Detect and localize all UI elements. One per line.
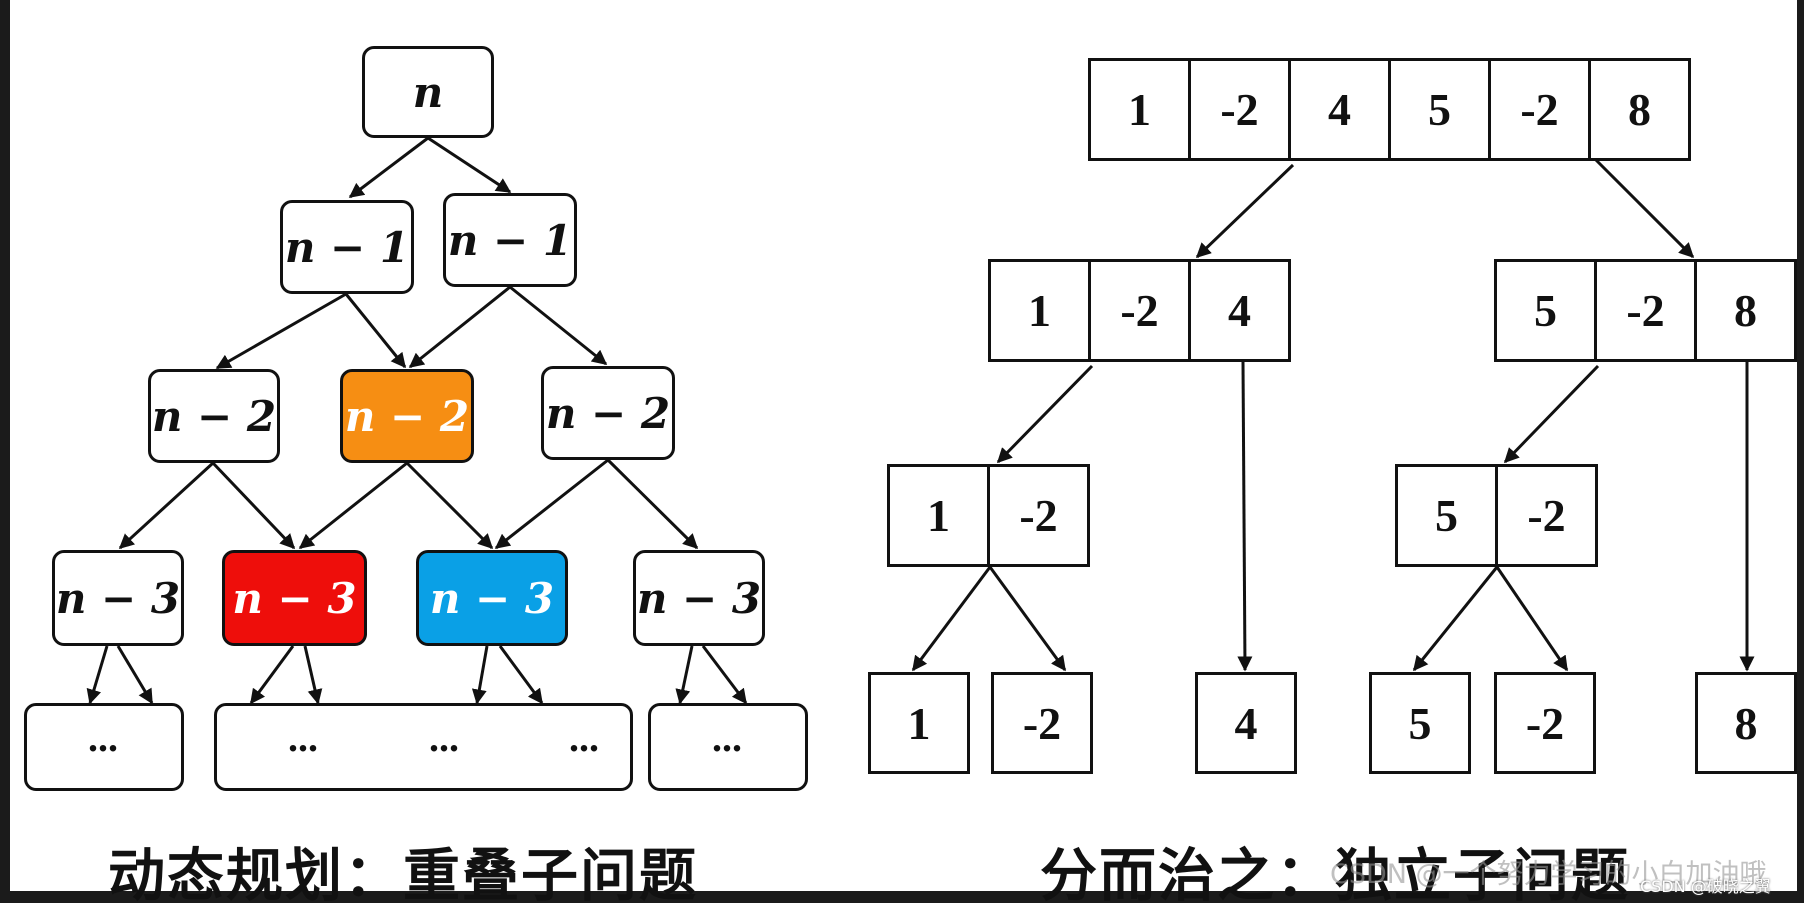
dp-ellipsis-3: ... — [429, 715, 459, 760]
dc-right-pair-cell: 5 — [1395, 464, 1498, 567]
dc-leaf-5: 5 — [1369, 672, 1471, 774]
dp-caption: 动态规划：重叠子问题 — [108, 843, 698, 909]
dc-root-array: 1 -2 4 5 -2 8 — [1088, 58, 1691, 161]
dc-root-cell: 5 — [1388, 58, 1491, 161]
dc-leaf-cell: 8 — [1695, 672, 1797, 774]
dp-node-n: n — [362, 46, 494, 138]
dp-node-n-3-1: n − 3 — [52, 550, 184, 646]
dc-left-pair-array: 1 -2 — [887, 464, 1090, 567]
dp-node-n-2-shared: n − 2 — [340, 369, 474, 463]
dc-right-half-cell: 8 — [1694, 259, 1797, 362]
dp-ellipsis-box-middle — [214, 703, 633, 791]
dc-leaf-4: 4 — [1195, 672, 1297, 774]
dc-right-pair-array: 5 -2 — [1395, 464, 1598, 567]
dp-node-n-2-left: n − 2 — [148, 369, 280, 463]
watermark-corner: CSDN @破晓之翼 — [1640, 877, 1771, 896]
dp-node-n-3-shared-blue: n − 3 — [416, 550, 568, 646]
dp-ellipsis-box-right — [648, 703, 808, 791]
dp-ellipsis-2: ... — [288, 715, 318, 760]
dc-caption: 分而治之：独立子问题 — [1040, 843, 1630, 909]
dc-leaf-1: 1 — [868, 672, 970, 774]
dp-ellipsis-1: ... — [88, 715, 118, 760]
dc-left-half-cell: -2 — [1088, 259, 1191, 362]
dp-ellipsis-4: ... — [569, 715, 599, 760]
dc-leaf-cell: -2 — [991, 672, 1093, 774]
dc-leaf-cell: 1 — [868, 672, 970, 774]
dc-left-half-cell: 4 — [1188, 259, 1291, 362]
dc-left-pair-cell: -2 — [987, 464, 1090, 567]
dp-node-n-3-shared-red: n − 3 — [222, 550, 367, 646]
dc-leaf-8: 8 — [1695, 672, 1797, 774]
dp-node-n-2-right: n − 2 — [541, 366, 675, 460]
dc-root-cell: -2 — [1188, 58, 1291, 161]
dc-leaf-cell: 4 — [1195, 672, 1297, 774]
bottom-edge-bar — [0, 891, 1804, 903]
dc-root-cell: -2 — [1488, 58, 1591, 161]
dc-leaf-cell: 5 — [1369, 672, 1471, 774]
dp-ellipsis-box-left — [24, 703, 184, 791]
dc-root-cell: 1 — [1088, 58, 1191, 161]
dp-node-n-3-4: n − 3 — [633, 550, 765, 646]
dp-edges — [86, 136, 748, 705]
dp-ellipsis-5: ... — [712, 715, 742, 760]
dp-node-n-1-left: n − 1 — [280, 200, 414, 294]
right-edge-bar — [1797, 0, 1804, 903]
left-edge-bar — [0, 0, 10, 903]
dc-leaf-cell: -2 — [1494, 672, 1596, 774]
dc-root-cell: 8 — [1588, 58, 1691, 161]
dc-edges — [911, 158, 1755, 672]
dc-leaf-neg2-left: -2 — [991, 672, 1093, 774]
watermark-overlay: CSDN @一个努力学习的小白加油哦 — [1330, 859, 1767, 890]
dp-node-n-1-right: n − 1 — [443, 193, 577, 287]
dc-left-half-array: 1 -2 4 — [988, 259, 1291, 362]
dc-right-half-array: 5 -2 8 — [1494, 259, 1797, 362]
dc-right-pair-cell: -2 — [1495, 464, 1598, 567]
dc-leaf-neg2-right: -2 — [1494, 672, 1596, 774]
